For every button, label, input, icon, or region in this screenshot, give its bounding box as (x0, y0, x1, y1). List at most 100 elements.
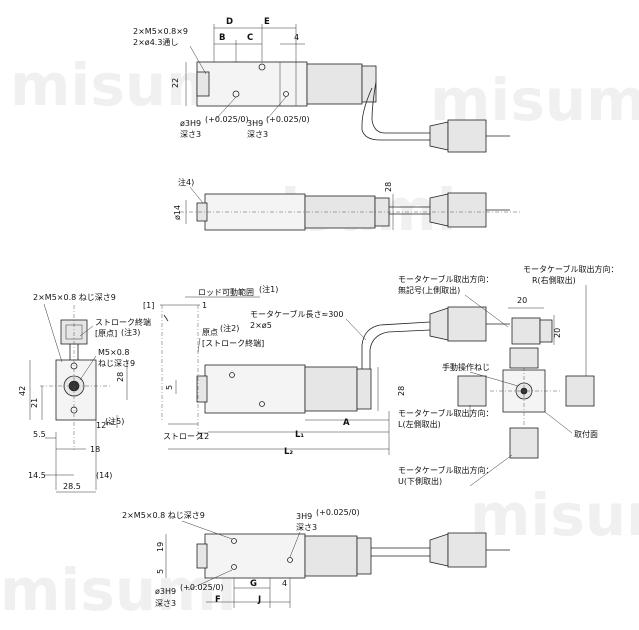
dim-B: B (219, 33, 225, 43)
dim-12: 12 (199, 432, 209, 441)
bracket-1: [1] (143, 301, 154, 310)
dim-5: 5 (165, 385, 174, 390)
rod-end (196, 375, 208, 403)
hole-spec: 2×M5×0.8×9 (133, 27, 188, 36)
watermark: misumi (470, 481, 639, 549)
actuator-body (196, 61, 308, 107)
dir-down-title: モータケーブル取出方向： (398, 465, 494, 475)
dir-left-value: L(左側取出) (398, 419, 441, 429)
origin-label: 原点 (202, 328, 218, 337)
rod-range: ロッド可動範囲 (198, 287, 254, 297)
pin-depth: 深さ3 (155, 599, 176, 608)
cable-connector (447, 306, 487, 342)
tap-spec: M5×0.8 (98, 348, 129, 357)
main-view: [1] ロッド可動範囲 (注1) 1 原点 (注2) [ストローク終端] モータ… (143, 284, 510, 457)
dim-28: 28 (116, 372, 125, 382)
rod-end (196, 543, 208, 569)
pin-depth: 深さ3 (296, 523, 317, 532)
pin-tolerance: (+0.025/0) (316, 508, 360, 517)
cable-length: モータケーブル長さ≈300 (250, 309, 344, 319)
dim-22: 22 (171, 78, 180, 88)
cable-connector (447, 192, 487, 228)
dim-12-note: (注5) (105, 416, 124, 426)
motor-cable (369, 329, 431, 369)
dim-42: 42 (18, 386, 27, 396)
dim-18: 18 (90, 445, 100, 454)
dim-19: 19 (156, 542, 165, 552)
dim-20b: 20 (553, 328, 562, 338)
connector-right (565, 375, 595, 407)
dir-none-value: 無記号(上側取出) (398, 285, 460, 295)
dim-12: 12 (96, 421, 106, 430)
pin-tolerance: (+0.025/0) (266, 115, 310, 124)
pin-hole-spec: 3H9 (247, 119, 263, 128)
cable-direction-view: モータケーブル取出方向： R(右側取出) モータケーブル取出方向： 無記号(上側… (398, 264, 619, 487)
hole-spec: 2×M5×0.8 ねじ深さ9 (33, 293, 116, 302)
pin-hole (283, 91, 289, 97)
dim-28: 28 (384, 182, 393, 192)
tap-depth: ねじ深さ9 (98, 359, 135, 368)
dim-14-5: 14.5 (28, 471, 46, 480)
dim-5-5: 5.5 (33, 430, 46, 439)
top-view: D E B C 4 22 2×M5×0.8×9 2×ø4.3通し ø3H9 (+… (133, 17, 510, 153)
dir-right-value: R(右側取出) (532, 275, 576, 285)
connector-top (511, 317, 541, 345)
front-view: 2×M5×0.8 ねじ深さ9 ストローク終端 [原点] (注3) M5×0.8 … (18, 293, 151, 493)
actuator-body (204, 533, 306, 579)
dim-28-5: 28.5 (63, 482, 81, 491)
manual-screw-label: 手動操作ねじ (442, 362, 490, 372)
dim-1: 1 (202, 301, 207, 310)
mount-face-label: 取付面 (574, 429, 598, 439)
mount-hole (258, 63, 266, 71)
dim-21: 21 (30, 398, 39, 408)
side-view: 注4) ø14 28 (173, 177, 520, 231)
rod-end (196, 71, 210, 97)
dim-L2: L₂ (284, 447, 293, 457)
pin-depth: 深さ3 (247, 130, 268, 139)
dim-L1: L₁ (295, 430, 304, 440)
connector-side (539, 319, 553, 343)
rod-range-note: (注1) (259, 284, 278, 294)
cable-connector (447, 532, 487, 568)
dim-14: (14) (96, 471, 112, 480)
note-4: 注4) (178, 177, 194, 187)
motor-housing (306, 63, 363, 105)
dim-5: 5 (156, 569, 165, 574)
motor-cable (371, 81, 430, 134)
motor-cable (361, 87, 430, 141)
dim-E: E (264, 17, 270, 27)
cable-connector (429, 307, 449, 341)
dir-down-value: U(下側取出) (398, 476, 442, 486)
stroke-end-bracket: [ストローク終端] (202, 338, 264, 348)
stroke-label: ストローク (163, 432, 203, 441)
cable-diameter: 2×ø5 (250, 321, 272, 330)
dir-right-title: モータケーブル取出方向： (523, 264, 619, 274)
dim-20a: 20 (517, 296, 527, 305)
origin-label: [原点] (95, 329, 117, 338)
cable-connector (429, 193, 449, 227)
actuator-body (204, 364, 306, 414)
bottom-view: 2×M5×0.8 ねじ深さ9 3H9 (+0.025/0) 深さ3 19 5 ø… (122, 508, 510, 608)
dim-A: A (343, 418, 350, 428)
dim-J: J (257, 595, 261, 605)
cable-connector (429, 533, 449, 567)
origin-note: (注3) (121, 327, 140, 337)
pin-tolerance: (+0.025/0) (180, 583, 224, 592)
dim-F: F (215, 595, 221, 605)
connector-up (509, 347, 539, 369)
motor-housing (304, 366, 358, 412)
dir-none-title: モータケーブル取出方向： (398, 274, 494, 284)
motor-cap (356, 368, 372, 410)
dim-D: D (226, 17, 233, 27)
origin-note: (注2) (220, 323, 239, 333)
pin-tolerance: (+0.025/0) (205, 115, 249, 124)
pin-hole-spec: 3H9 (296, 512, 312, 521)
dim-28: 28 (397, 386, 406, 396)
dim-dia-14: ø14 (173, 205, 182, 220)
dir-left-title: モータケーブル取出方向： (398, 408, 494, 418)
dim-C: C (247, 33, 253, 43)
dim-G: G (250, 579, 257, 589)
connector-left (457, 375, 487, 407)
